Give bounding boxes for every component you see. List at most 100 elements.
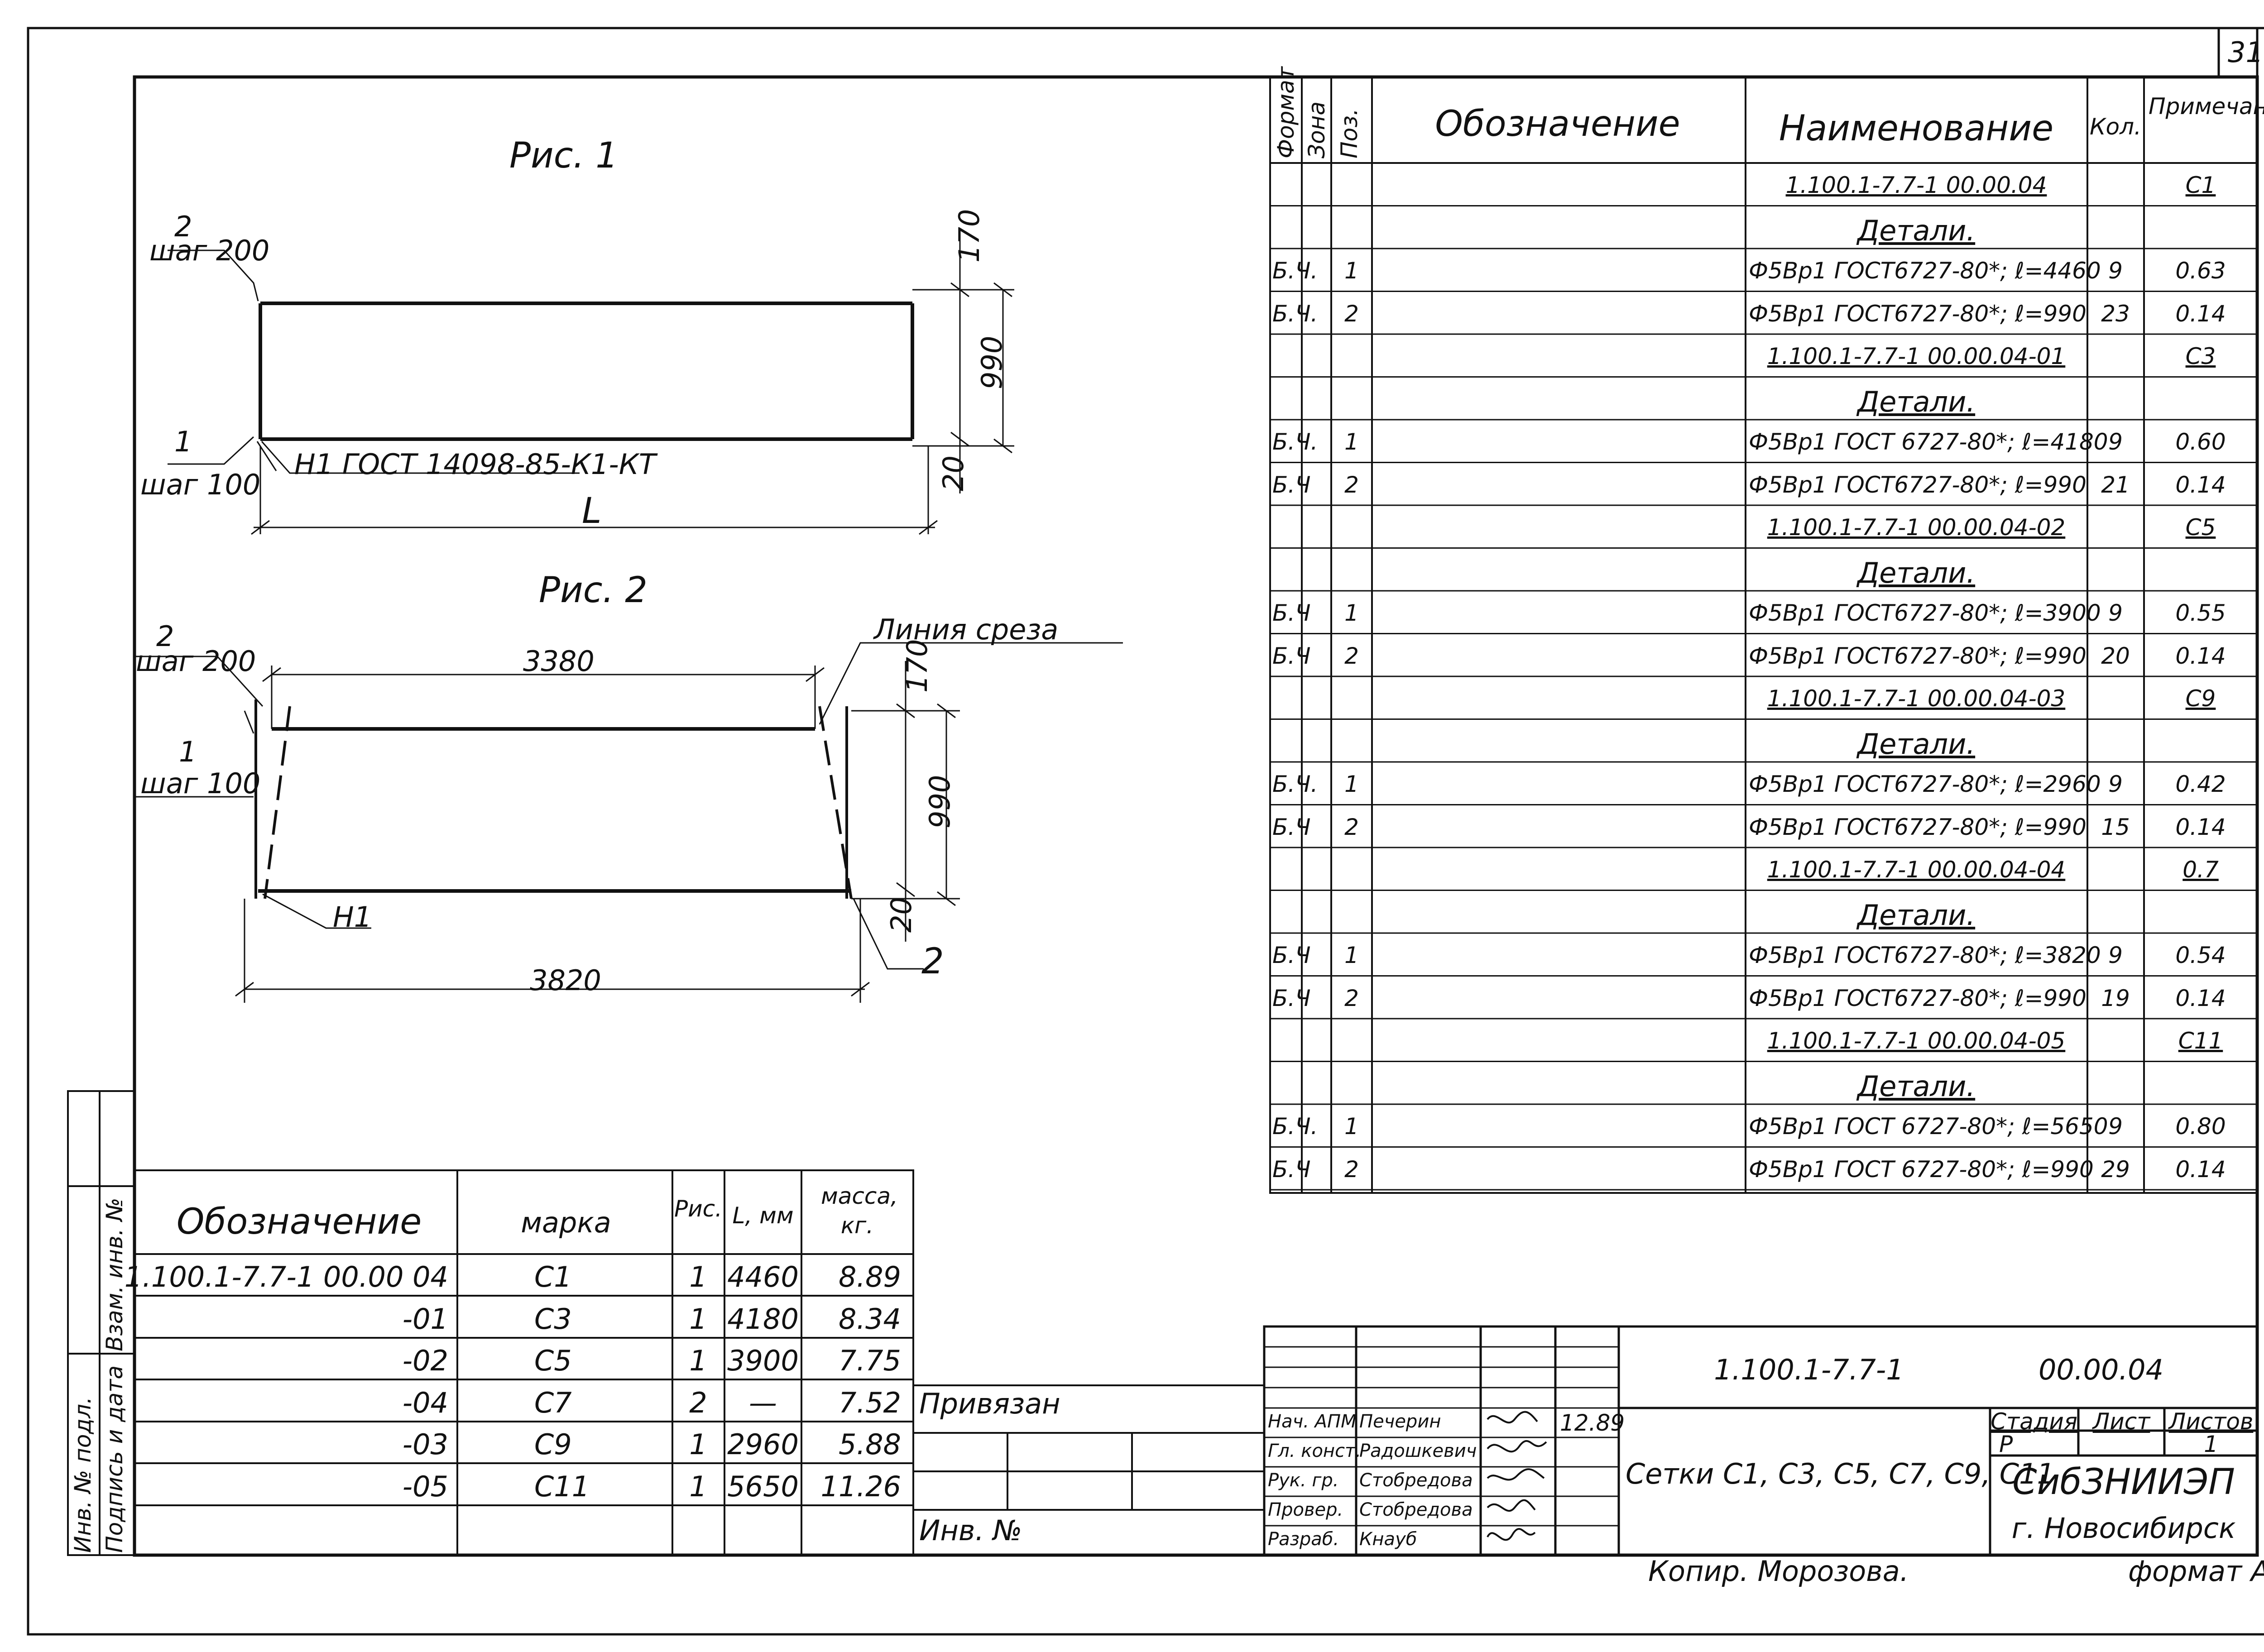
spec-cell-format: Б.Ч. — [1272, 300, 1318, 327]
spec-cell-note: С9 — [2185, 685, 2216, 712]
spec-cell-section: Детали. — [1857, 727, 1976, 761]
title-role-label: Разраб. — [1268, 1529, 1339, 1550]
marks-cell-fig: 1 — [689, 1470, 707, 1503]
spec-cell-qty: 15 — [2101, 814, 2130, 840]
spec-cell-pos: 2 — [1344, 642, 1359, 669]
title-role-name: Кнауб — [1359, 1529, 1417, 1550]
spec-cell-name: Ф5Вр1 ГОСТ 6727-80*; ℓ=990 — [1749, 1156, 2094, 1183]
spec-cell-note: 0.14 — [2175, 471, 2226, 498]
spec-cell-qty: 21 — [2101, 471, 2130, 498]
marks-cell-designation: -01 — [402, 1302, 448, 1336]
fig1-pos-2-label: 2 — [174, 210, 192, 243]
spec-cell-note: 0.42 — [2175, 771, 2226, 797]
title-role-name: Стобредова — [1359, 1499, 1473, 1520]
spec-cell-qty: 20 — [2101, 642, 2130, 669]
spec-cell-format: Б.Ч — [1272, 942, 1311, 968]
marks-cell-fig: 1 — [689, 1344, 707, 1377]
spec-cell-qty: 9 — [2108, 429, 2123, 455]
fig1-pos-1-label: 1 — [174, 425, 192, 458]
spec-cell-qty: 23 — [2101, 300, 2130, 327]
marks-cell-designation: 1.100.1-7.7-1 00.00 04 — [124, 1260, 448, 1293]
marks-cell-fig: 1 — [689, 1302, 707, 1336]
fig2-title: Рис. 2 — [539, 570, 648, 611]
spec-cell-section: Детали. — [1857, 556, 1976, 589]
marks-cell-mark: С11 — [534, 1470, 590, 1503]
spec-cell-pos: 2 — [1344, 300, 1359, 327]
marks-cell-length: 3900 — [727, 1344, 799, 1377]
spec-cell-pos: 1 — [1344, 771, 1359, 797]
spec-cell-pos: 1 — [1344, 1113, 1359, 1140]
spec-cell-qty: 9 — [2108, 600, 2123, 626]
title-sheet-label: Лист — [2092, 1408, 2150, 1435]
spec-cell-qty: 9 — [2108, 771, 2123, 797]
spec-cell-format: Б.Ч — [1272, 471, 1311, 498]
spec-cell-doc: 1.100.1-7.7-1 00.00.04-01 — [1767, 343, 2066, 369]
marks-cell-mass: 7.52 — [838, 1386, 901, 1419]
spec-cell-name: Ф5Вр1 ГОСТ6727-80*; ℓ=990 — [1749, 471, 2087, 498]
marks-header-length: L, мм — [732, 1202, 794, 1229]
spec-header-designation: Обозначение — [1435, 104, 1680, 144]
spec-cell-doc: 1.100.1-7.7-1 00.00.04-02 — [1767, 514, 2066, 541]
title-block-grid — [1263, 1325, 2259, 1556]
spec-cell-name: Ф5Вр1 ГОСТ6727-80*; ℓ=2960 — [1749, 771, 2101, 797]
spec-cell-doc: 1.100.1-7.7-1 00.00.04-04 — [1767, 857, 2066, 883]
spec-cell-pos: 2 — [1344, 985, 1359, 1011]
spec-cell-doc: 1.100.1-7.7-1 00.00.04 — [1785, 172, 2047, 198]
signatures — [1487, 1411, 1547, 1541]
spec-cell-note: 0.55 — [2175, 600, 2226, 626]
spec-cell-name: Ф5Вр1 ГОСТ6727-80*; ℓ=3820 — [1749, 942, 2101, 968]
spec-cell-format: Б.Ч — [1272, 814, 1311, 840]
spec-cell-note: С1 — [2185, 172, 2216, 198]
spec-cell-name: Ф5Вр1 ГОСТ6727-80*; ℓ=990 — [1749, 985, 2087, 1011]
fig2-pos-2-label: 2 — [156, 620, 174, 653]
fig2-cut-line-label: Линия среза — [874, 613, 1059, 646]
title-stage: Р — [1999, 1431, 2013, 1457]
spec-cell-section: Детали. — [1857, 385, 1976, 418]
spec-cell-qty: 9 — [2108, 258, 2123, 284]
title-sheet-title: Сетки С1, С3, С5, С7, С9, С11 — [1626, 1457, 2055, 1490]
marks-cell-designation: -04 — [402, 1386, 448, 1419]
spec-cell-pos: 1 — [1344, 258, 1359, 284]
spec-cell-format: Б.Ч. — [1272, 429, 1318, 455]
title-sheets-label: Листов — [2168, 1408, 2254, 1435]
spec-cell-name: Ф5Вр1 ГОСТ6727-80*; ℓ=990 — [1749, 814, 2087, 840]
marks-cell-mark: С9 — [534, 1428, 572, 1461]
title-role-name: Радошкевич — [1359, 1441, 1477, 1461]
spec-cell-format: Б.Ч — [1272, 985, 1311, 1011]
spec-cell-pos: 1 — [1344, 600, 1359, 626]
spec-cell-name: Ф5Вр1 ГОСТ6727-80*; ℓ=990 — [1749, 642, 2087, 669]
marks-cell-length: 5650 — [727, 1470, 799, 1503]
spec-cell-note: 0.54 — [2175, 942, 2226, 968]
marks-cell-length: 4180 — [727, 1302, 799, 1336]
side-strip-grid — [67, 1090, 135, 1556]
marks-cell-mark: С5 — [534, 1344, 572, 1377]
spec-cell-qty: 9 — [2108, 942, 2123, 968]
binding-inv-no: Инв. № — [919, 1514, 1022, 1547]
spec-cell-note: 0.60 — [2175, 429, 2226, 455]
fig1-step-200: шаг 200 — [149, 234, 270, 267]
spec-cell-qty: 9 — [2108, 1113, 2123, 1140]
page-number: 31 — [2228, 36, 2264, 69]
spec-cell-qty: 29 — [2101, 1156, 2130, 1183]
marks-cell-designation: -05 — [402, 1470, 448, 1503]
marks-header-mark: марка — [521, 1206, 611, 1239]
title-role-name: Печерин — [1359, 1411, 1441, 1432]
spec-cell-note: 0.14 — [2175, 1156, 2226, 1183]
title-doc-suffix: 00.00.04 — [2038, 1353, 2164, 1386]
spec-cell-format: Б.Ч — [1272, 600, 1311, 626]
marks-cell-mark: С7 — [534, 1386, 572, 1419]
fig2-dim-3380: 3380 — [523, 645, 595, 678]
fig1-mesh — [259, 302, 914, 441]
spec-cell-pos: 1 — [1344, 429, 1359, 455]
spec-cell-pos: 2 — [1344, 471, 1359, 498]
fig2-step-100: шаг 100 — [140, 767, 261, 800]
marks-cell-mass: 8.89 — [838, 1260, 901, 1293]
marks-header-designation: Обозначение — [177, 1202, 422, 1242]
spec-cell-note: С5 — [2185, 514, 2216, 541]
title-role-label: Нач. АПМ — [1268, 1411, 1357, 1432]
spec-cell-note: 0.14 — [2175, 814, 2226, 840]
spec-cell-section: Детали. — [1857, 1069, 1976, 1103]
marks-cell-mark: С3 — [534, 1302, 572, 1336]
fig2-dim-3820: 3820 — [530, 964, 601, 997]
